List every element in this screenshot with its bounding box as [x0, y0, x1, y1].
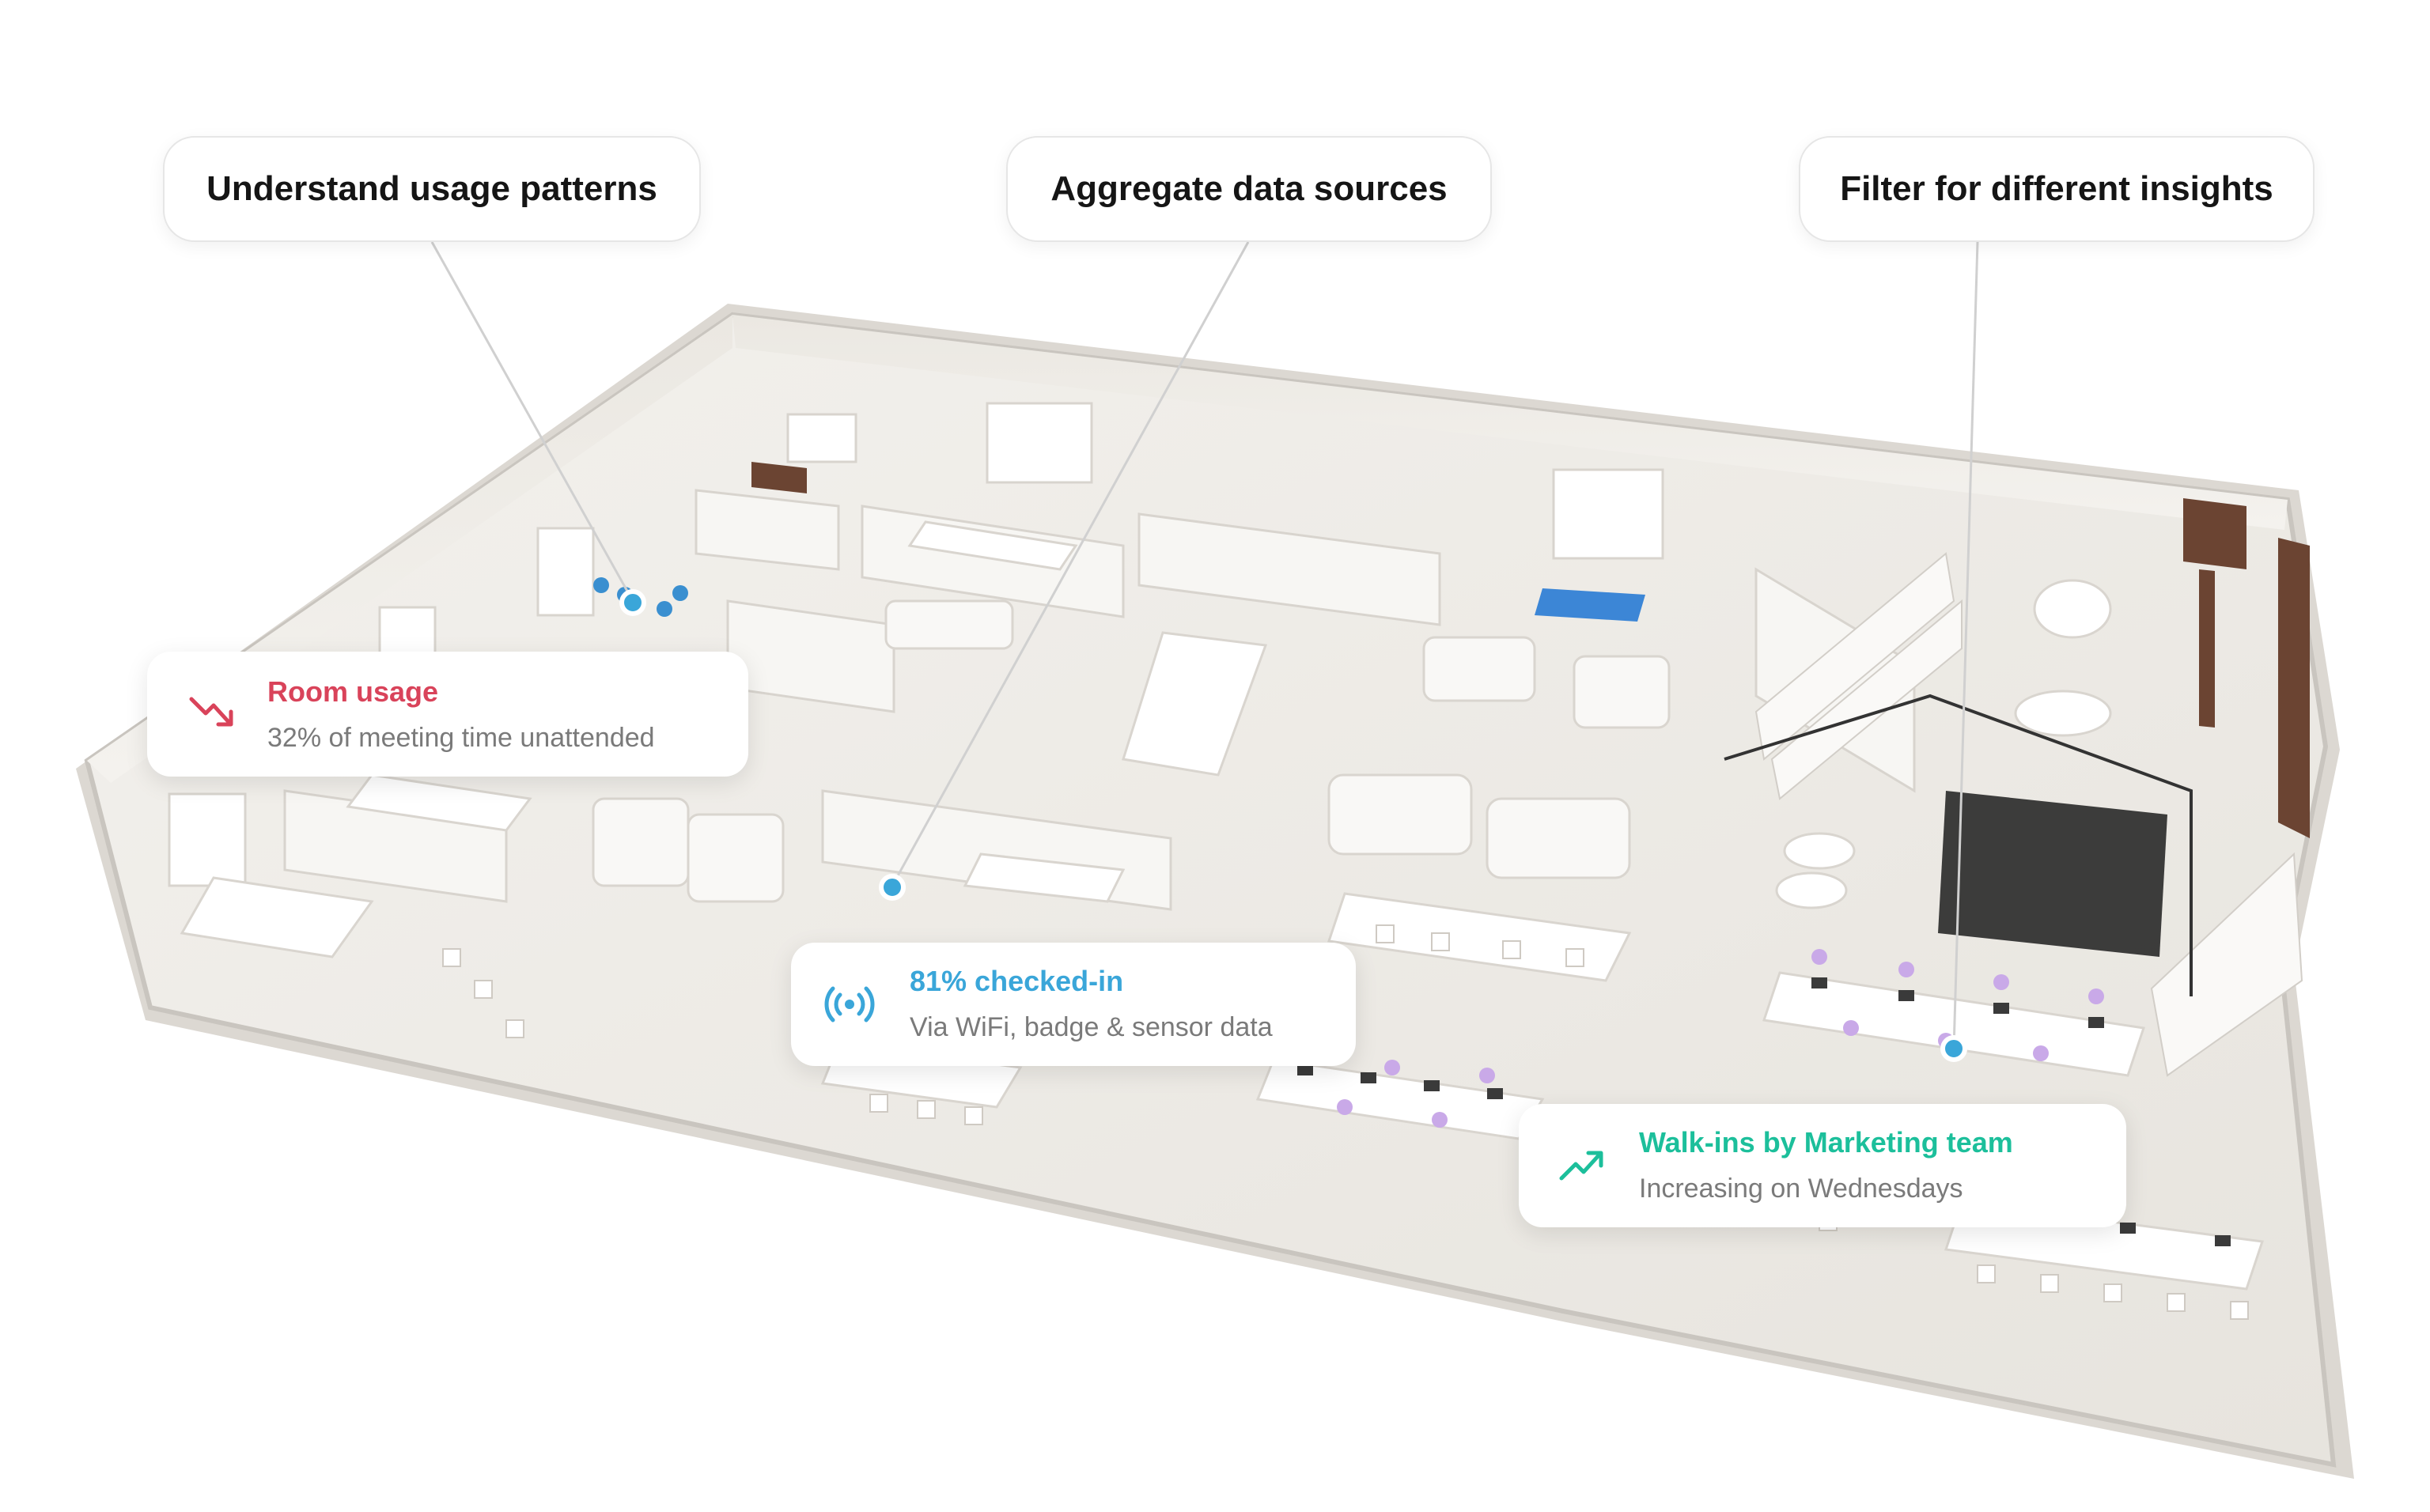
walk-ins-card: Walk-ins by Marketing team Increasing on… — [1519, 1104, 2126, 1227]
room-usage-card: Room usage 32% of meeting time unattende… — [147, 652, 748, 777]
back-wall-top — [732, 315, 2288, 530]
wireless-signal-icon — [824, 986, 875, 1022]
sofas — [592, 599, 1671, 903]
callout-usage-patterns: Understand usage patterns — [163, 136, 701, 242]
pin-usage-patterns — [619, 589, 646, 616]
pin-filter-insights — [1940, 1035, 1967, 1062]
pin-aggregate-sources — [879, 874, 906, 901]
walk-ins-title: Walk-ins by Marketing team — [1639, 1126, 2013, 1159]
ping-pong-table — [1535, 588, 1645, 622]
callout-aggregate-data-sources: Aggregate data sources — [1006, 136, 1492, 242]
windows — [168, 402, 1664, 887]
trend-up-icon — [1559, 1151, 1603, 1181]
checked-in-title: 81% checked-in — [910, 965, 1124, 997]
dark-meeting-room — [1938, 791, 2167, 957]
location-pins — [619, 589, 1967, 1062]
wood-cabinets — [751, 462, 2310, 838]
walk-ins-subtitle: Increasing on Wednesdays — [1639, 1174, 1963, 1204]
railing — [1724, 694, 2193, 996]
checked-in-subtitle: Via WiFi, badge & sensor data — [910, 1012, 1273, 1042]
trend-down-icon — [189, 697, 233, 727]
staircase — [1754, 552, 2303, 1077]
round-tables — [1775, 579, 2112, 909]
room-usage-subtitle: 32% of meeting time unattended — [267, 723, 655, 753]
leader-lines — [430, 241, 1979, 1049]
room-usage-title: Room usage — [267, 675, 439, 708]
callout-filter-insights: Filter for different insights — [1799, 136, 2315, 242]
checked-in-card: 81% checked-in Via WiFi, badge & sensor … — [791, 943, 1356, 1066]
